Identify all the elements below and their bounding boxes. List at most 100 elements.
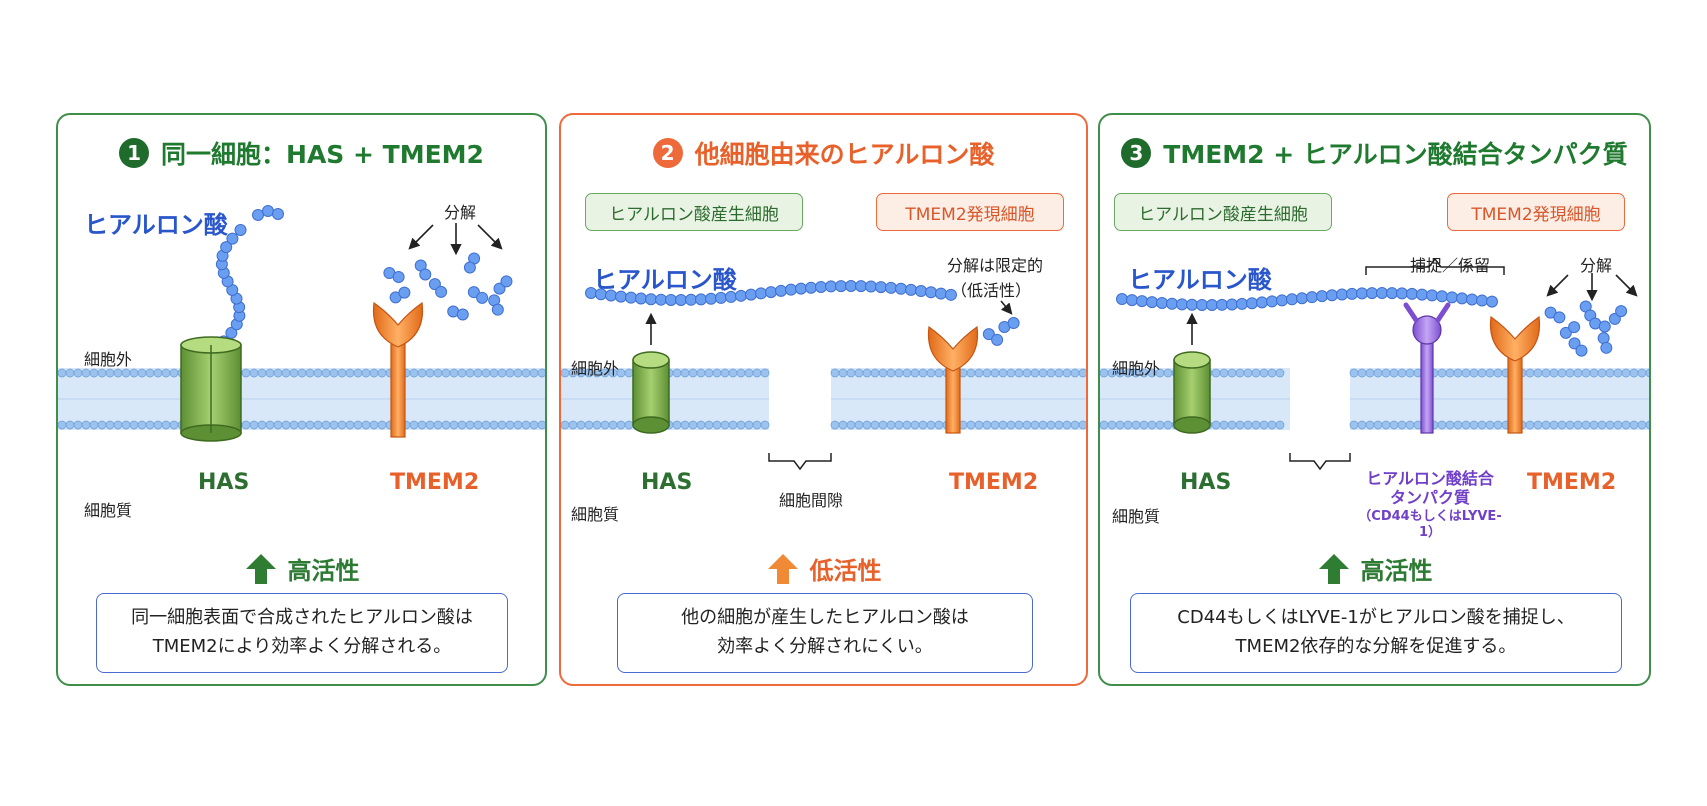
lipid-head <box>712 368 722 378</box>
hyaluronan-bead <box>1196 298 1208 311</box>
hyaluronan-label: ヒアルロン酸 <box>84 211 228 239</box>
lipid-head <box>1235 420 1245 430</box>
lipid-head <box>449 420 459 430</box>
tmem2-label: TMEM2 <box>1527 470 1617 495</box>
lipid-head <box>894 368 904 378</box>
lipid-head <box>902 420 912 430</box>
lipid-head <box>1211 368 1221 378</box>
lipid-head <box>688 420 698 430</box>
lipid-head <box>1006 420 1016 430</box>
lipid-head <box>736 368 746 378</box>
hyaluronan-bead <box>467 286 480 299</box>
lipid-head <box>321 420 331 430</box>
lipid-head <box>712 420 722 430</box>
lipid-head <box>1243 420 1253 430</box>
lipid-head <box>1389 420 1399 430</box>
lipid-head <box>862 420 872 430</box>
lipid-head <box>1565 420 1575 430</box>
hyaluronan-bead <box>1466 293 1478 306</box>
lipid-head <box>886 368 896 378</box>
binding-protein-name: タンパク質 <box>1389 488 1470 508</box>
lipid-head <box>425 368 435 378</box>
panel-binding-protein: 3 TMEM2 + ヒアルロン酸結合タンパク質 ヒアルロン酸産生細胞 TMEM2… <box>1098 113 1651 686</box>
lipid-head <box>1373 420 1383 430</box>
lipid-head <box>169 368 179 378</box>
has-label: HAS <box>1180 470 1232 495</box>
lipid-head <box>105 420 115 430</box>
tmem2-label: TMEM2 <box>390 470 480 495</box>
tmem2-stem <box>945 364 961 434</box>
hyaluronan-bead <box>1575 344 1588 357</box>
lipid-head <box>161 420 171 430</box>
hyaluronan-bead <box>456 308 469 321</box>
hyaluronan-bead <box>675 293 687 306</box>
lipid-head <box>457 420 467 430</box>
lipid-head <box>1629 420 1639 430</box>
description-box: CD44もしくはLYVE-1がヒアルロン酸を捕捉し、 TMEM2依存的な分解を促… <box>1130 593 1622 673</box>
lipid-head <box>998 420 1008 430</box>
lipid-head <box>1054 368 1064 378</box>
lipid-head <box>1629 368 1639 378</box>
lipid-head <box>1030 420 1040 430</box>
lipid-head <box>153 420 163 430</box>
lipid-head <box>289 368 299 378</box>
hyaluronan-bead <box>1206 298 1218 311</box>
lipid-head <box>568 420 578 430</box>
panel-2-illustration <box>561 280 1086 471</box>
lipid-head <box>1493 420 1503 430</box>
lipid-head <box>1243 368 1253 378</box>
tmem2-receptor-head <box>1489 315 1541 362</box>
panel-number: 2 <box>652 138 683 168</box>
hyaluronan-bead <box>1306 291 1318 304</box>
hyaluronan-bead <box>463 261 476 274</box>
lipid-head <box>878 420 888 430</box>
lipid-head <box>1581 368 1591 378</box>
hyaluronan-bead <box>1366 287 1378 300</box>
lipid-head <box>672 368 682 378</box>
producing-cell-box: ヒアルロン酸産生細胞 <box>585 193 803 231</box>
lipid-head <box>513 368 523 378</box>
lipid-head <box>529 368 539 378</box>
lipid-head <box>1227 368 1237 378</box>
lipid-head <box>265 368 275 378</box>
lipid-head <box>1219 420 1229 430</box>
hyaluronan-bead <box>925 286 937 299</box>
lipid-head <box>1251 368 1261 378</box>
lipid-head <box>1621 420 1631 430</box>
hyaluronan-bead <box>755 287 767 300</box>
lipid-head <box>81 368 91 378</box>
lipid-head <box>1219 368 1229 378</box>
gap-label: 細胞間隙 <box>779 491 844 510</box>
hyaluronan-bead <box>1600 341 1613 354</box>
arrow <box>408 224 434 250</box>
lipid-head <box>1357 420 1367 430</box>
lipid-head <box>1070 420 1080 430</box>
lipid-head <box>688 368 698 378</box>
lipid-head <box>1477 368 1487 378</box>
hyaluronan-bead <box>398 286 411 299</box>
lipid-head <box>265 420 275 430</box>
lipid-head <box>497 420 507 430</box>
lipid-head <box>449 368 459 378</box>
lipid-head <box>576 420 586 430</box>
lipid-head <box>417 368 427 378</box>
lipid-head <box>830 368 840 378</box>
lipid-head <box>1605 420 1615 430</box>
lipid-head <box>720 368 730 378</box>
hyaluronan-bead <box>1326 289 1338 302</box>
hyaluronan-bead <box>885 281 897 294</box>
lipid-head <box>1014 420 1024 430</box>
hyaluronan-bead <box>272 208 284 220</box>
activity-label: 低活性 <box>809 557 882 585</box>
lipid-head <box>1549 368 1559 378</box>
lipid-head <box>249 368 259 378</box>
lipid-head <box>870 368 880 378</box>
lipid-head <box>529 420 539 430</box>
lipid-head <box>121 368 131 378</box>
lipid-head <box>736 420 746 430</box>
lipid-head <box>870 420 880 430</box>
lipid-head <box>521 420 531 430</box>
lipid-head <box>1613 368 1623 378</box>
lipid-head <box>744 368 754 378</box>
lipid-head <box>720 420 730 430</box>
